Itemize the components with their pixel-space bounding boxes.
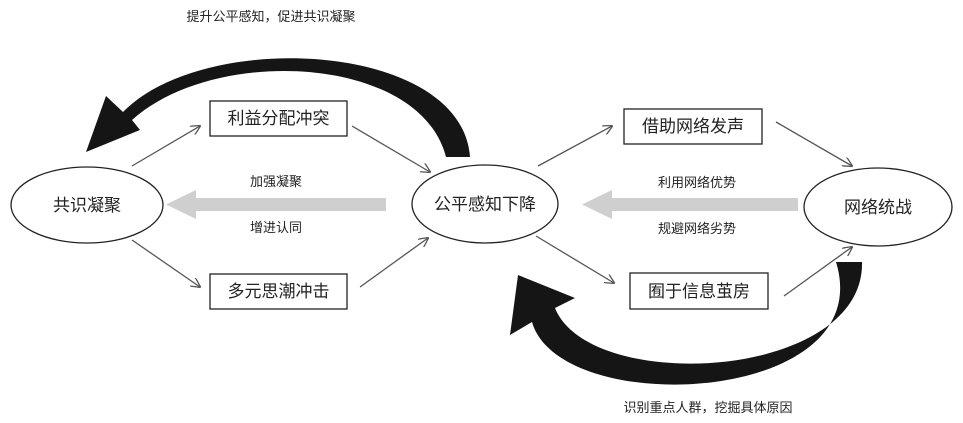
- arrow-consensus-to-conflict: [131, 126, 200, 167]
- arrow-ideology-to-fairness: [359, 238, 428, 288]
- top-curved-arrow: [86, 58, 470, 157]
- thin-arrows: [131, 121, 852, 297]
- node-fairness-drop-label: 公平感知下降: [434, 195, 536, 215]
- arrow-conflict-to-fairness: [351, 125, 430, 172]
- bottom-arc-body: [510, 262, 863, 385]
- box-network-voice: 借助网络发声: [623, 108, 763, 145]
- node-fairness-drop: 公平感知下降: [411, 164, 559, 244]
- box-interest-conflict-label: 利益分配冲突: [228, 109, 330, 129]
- arrow-cocoon-to-network: [783, 247, 852, 297]
- node-consensus-label: 共识凝聚: [53, 196, 121, 216]
- label-top-arc: 提升公平感知，促进共识凝聚: [186, 9, 355, 25]
- box-info-cocoon: 囿于信息茧房: [629, 272, 769, 310]
- arrow-fairness-to-cocoon: [535, 235, 614, 283]
- label-right-arrow-upper: 利用网络优势: [658, 175, 736, 191]
- arrow-fairness-to-voice: [537, 126, 612, 167]
- top-arc-body: [86, 58, 470, 157]
- label-right-arrow-lower: 规避网络劣势: [658, 221, 736, 237]
- box-ideology-impact: 多元思潮冲击: [209, 273, 348, 310]
- label-left-arrow-lower: 增进认同: [250, 221, 302, 236]
- box-ideology-impact-label: 多元思潮冲击: [228, 282, 330, 302]
- node-network-united-front: 网络统战: [803, 167, 953, 247]
- arrow-consensus-to-ideology: [131, 239, 200, 287]
- box-info-cocoon-label: 囿于信息茧房: [648, 282, 750, 302]
- label-left-arrow-upper: 加强凝聚: [250, 174, 302, 190]
- arrow-voice-to-network: [775, 121, 852, 166]
- box-interest-conflict: 利益分配冲突: [209, 100, 348, 137]
- gray-arrow-left: [166, 190, 386, 219]
- label-bottom-arc: 识别重点人群，挖掘具体原因: [623, 400, 792, 416]
- bottom-curved-arrow: [510, 262, 863, 385]
- box-network-voice-label: 借助网络发声: [642, 117, 744, 137]
- node-network-united-front-label: 网络统战: [844, 198, 912, 218]
- gray-arrow-right: [582, 190, 798, 219]
- node-consensus: 共识凝聚: [10, 166, 164, 244]
